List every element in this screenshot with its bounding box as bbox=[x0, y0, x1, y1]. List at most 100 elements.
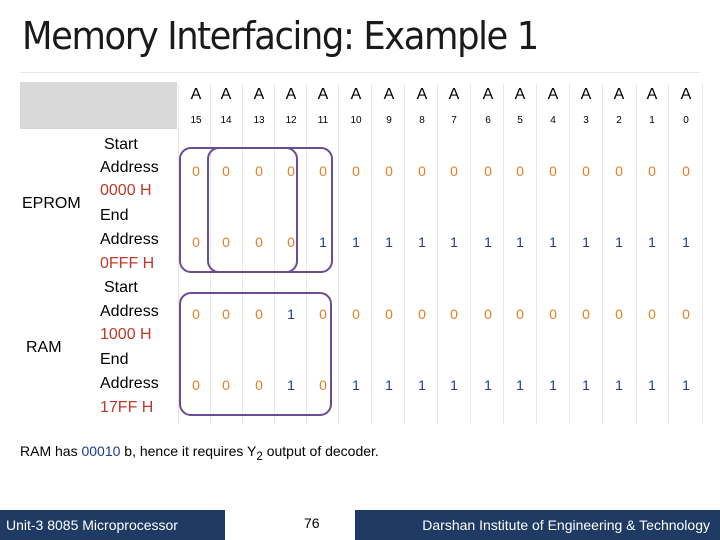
eprom-start-bit: 0 bbox=[385, 163, 393, 179]
eprom-end-bit: 0 bbox=[222, 234, 230, 250]
column-divider bbox=[636, 84, 637, 424]
eprom-start-bit: 0 bbox=[450, 163, 458, 179]
column-divider bbox=[470, 84, 471, 424]
eprom-end-line-2: Address bbox=[100, 231, 159, 248]
chip-select-bits-box-ram bbox=[179, 292, 332, 416]
page-number: 76 bbox=[304, 515, 320, 531]
eprom-end-bit: 1 bbox=[682, 234, 690, 250]
address-line-number: 13 bbox=[253, 115, 265, 126]
ram-start-bit: 0 bbox=[450, 306, 458, 322]
ram-end-address: 17FF H bbox=[100, 399, 154, 416]
address-line-header: A bbox=[317, 86, 329, 103]
eprom-start-bit: 0 bbox=[352, 163, 360, 179]
eprom-end-bit: 1 bbox=[648, 234, 656, 250]
eprom-start-address: 0000 H bbox=[100, 182, 152, 199]
ram-start-address: 1000 H bbox=[100, 326, 152, 343]
address-line-header: A bbox=[416, 86, 428, 103]
address-line-header: A bbox=[613, 86, 625, 103]
ram-end-bit: 1 bbox=[385, 377, 393, 393]
address-line-header: A bbox=[350, 86, 362, 103]
ram-end-line-1: End bbox=[100, 351, 129, 368]
address-line-header: A bbox=[580, 86, 592, 103]
ram-start-bit: 1 bbox=[287, 306, 295, 322]
column-divider bbox=[404, 84, 405, 424]
ram-start-bit: 0 bbox=[615, 306, 623, 322]
eprom-start-bit: 0 bbox=[484, 163, 492, 179]
address-line-number: 6 bbox=[485, 115, 491, 126]
ram-select-bits: 00010 bbox=[81, 443, 121, 459]
slide-title: Memory Interfacing: Example 1 bbox=[22, 14, 539, 58]
ram-end-bit: 1 bbox=[352, 377, 360, 393]
ram-label: RAM bbox=[26, 339, 62, 356]
ram-start-bit: 0 bbox=[418, 306, 426, 322]
ram-end-bit: 1 bbox=[549, 377, 557, 393]
column-divider bbox=[210, 84, 211, 424]
column-divider bbox=[437, 84, 438, 424]
address-line-header: A bbox=[285, 86, 297, 103]
ram-start-bit: 0 bbox=[385, 306, 393, 322]
address-line-number: 12 bbox=[285, 115, 297, 126]
footer-unit: Unit-3 8085 Microprocessor bbox=[0, 510, 225, 540]
ram-start-bit: 0 bbox=[648, 306, 656, 322]
eprom-end-bit: 0 bbox=[192, 234, 200, 250]
ram-end-bit: 0 bbox=[255, 377, 263, 393]
eprom-end-address: 0FFF H bbox=[100, 255, 155, 272]
eprom-end-bit: 1 bbox=[418, 234, 426, 250]
table-corner-cell bbox=[20, 82, 177, 129]
ram-end-bit: 1 bbox=[682, 377, 690, 393]
address-line-header: A bbox=[514, 86, 526, 103]
eprom-end-bit: 1 bbox=[516, 234, 524, 250]
eprom-start-bit: 0 bbox=[192, 163, 200, 179]
ram-start-bit: 0 bbox=[192, 306, 200, 322]
chip-select-bits-box-a11 bbox=[207, 147, 333, 273]
eprom-end-bit: 1 bbox=[352, 234, 360, 250]
address-line-number: 4 bbox=[550, 115, 556, 126]
ram-start-bit: 0 bbox=[484, 306, 492, 322]
eprom-label: EPROM bbox=[22, 195, 81, 212]
ram-start-bit: 0 bbox=[255, 306, 263, 322]
eprom-end-bit: 1 bbox=[319, 234, 327, 250]
column-divider bbox=[306, 84, 307, 424]
eprom-start-bit: 0 bbox=[287, 163, 295, 179]
address-line-number: 9 bbox=[386, 115, 392, 126]
ram-end-line-2: Address bbox=[100, 375, 159, 392]
eprom-end-bit: 1 bbox=[450, 234, 458, 250]
address-line-header: A bbox=[220, 86, 232, 103]
eprom-end-bit: 0 bbox=[287, 234, 295, 250]
eprom-start-bit: 0 bbox=[549, 163, 557, 179]
address-line-header: A bbox=[646, 86, 658, 103]
column-divider bbox=[338, 84, 339, 424]
eprom-start-bit: 0 bbox=[255, 163, 263, 179]
ram-start-bit: 0 bbox=[549, 306, 557, 322]
eprom-end-bit: 1 bbox=[582, 234, 590, 250]
footer-institute: Darshan Institute of Engineering & Techn… bbox=[355, 510, 720, 540]
address-line-header: A bbox=[190, 86, 202, 103]
column-divider bbox=[702, 84, 703, 424]
eprom-start-bit: 0 bbox=[648, 163, 656, 179]
eprom-start-bit: 0 bbox=[222, 163, 230, 179]
eprom-start-bit: 0 bbox=[615, 163, 623, 179]
eprom-start-bit: 0 bbox=[682, 163, 690, 179]
title-divider bbox=[20, 72, 700, 73]
ram-start-line-1: Start bbox=[104, 279, 138, 296]
address-line-number: 5 bbox=[517, 115, 523, 126]
ram-start-bit: 0 bbox=[319, 306, 327, 322]
ram-end-bit: 0 bbox=[319, 377, 327, 393]
column-divider bbox=[602, 84, 603, 424]
column-divider bbox=[178, 84, 179, 424]
ram-end-bit: 1 bbox=[287, 377, 295, 393]
column-divider bbox=[242, 84, 243, 424]
address-line-number: 3 bbox=[583, 115, 589, 126]
address-line-header: A bbox=[482, 86, 494, 103]
address-line-number: 1 bbox=[649, 115, 655, 126]
ram-end-bit: 1 bbox=[516, 377, 524, 393]
eprom-end-bit: 1 bbox=[484, 234, 492, 250]
ram-end-bit: 1 bbox=[450, 377, 458, 393]
eprom-start-bit: 0 bbox=[516, 163, 524, 179]
address-line-number: 2 bbox=[616, 115, 622, 126]
ram-start-line-2: Address bbox=[100, 303, 159, 320]
address-line-number: 11 bbox=[317, 115, 329, 126]
eprom-end-line-1: End bbox=[100, 207, 129, 224]
eprom-end-bit: 1 bbox=[549, 234, 557, 250]
eprom-start-line-2: Address bbox=[100, 159, 159, 176]
